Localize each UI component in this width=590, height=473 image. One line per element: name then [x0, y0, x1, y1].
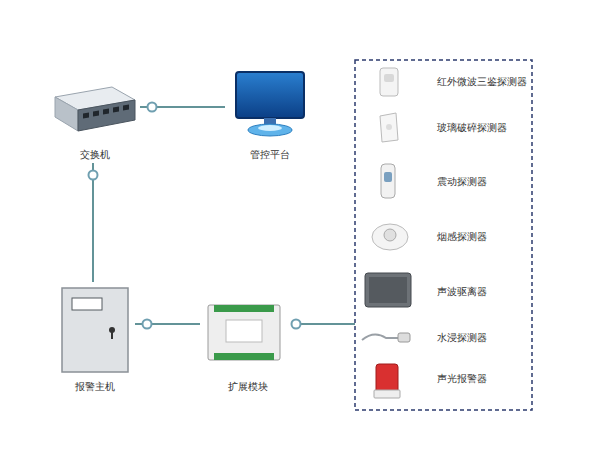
connector-ring [143, 320, 152, 329]
node-label: 扩展模块 [200, 381, 295, 393]
node-label: 水浸探测器 [437, 318, 487, 358]
connector [89, 163, 98, 282]
node-label: 报警主机 [55, 381, 135, 393]
switch-node: 交换机 [50, 85, 140, 163]
connector [135, 320, 200, 329]
device-node: 玻璃破碎探测器 [362, 108, 528, 148]
device-icons [362, 68, 411, 398]
connector-ring [148, 103, 157, 112]
wire-ring [292, 320, 301, 329]
group-frame [355, 60, 532, 410]
switch-icon [55, 87, 135, 131]
wire [295, 323, 355, 325]
node-label: 烟感探测器 [437, 217, 487, 257]
node-label: 声波驱离器 [437, 272, 487, 312]
module-icon [208, 305, 280, 360]
node-label: 震动探测器 [437, 162, 487, 202]
device-node: 震动探测器 [362, 162, 528, 202]
node-label: 玻璃破碎探测器 [437, 108, 507, 148]
platform-node: 管控平台 [225, 66, 315, 163]
monitor-icon [236, 72, 304, 136]
host-node: 报警主机 [55, 282, 135, 395]
node-label: 红外微波三鉴探测器 [437, 62, 527, 102]
node-label: 声光报警器 [437, 359, 487, 399]
device-node: 水浸探测器 [362, 318, 528, 358]
device-node: 红外微波三鉴探测器 [362, 62, 528, 102]
device-node: 烟感探测器 [362, 217, 528, 257]
connector [140, 103, 225, 112]
connector-line [92, 163, 94, 282]
connector-ring [89, 171, 98, 180]
node-label: 交换机 [50, 149, 140, 161]
device-node: 声波驱离器 [362, 272, 528, 312]
node-label: 管控平台 [225, 149, 315, 161]
device-node: 声光报警器 [362, 359, 528, 399]
cabinet-icon [62, 288, 128, 372]
module-node: 扩展模块 [200, 298, 295, 395]
